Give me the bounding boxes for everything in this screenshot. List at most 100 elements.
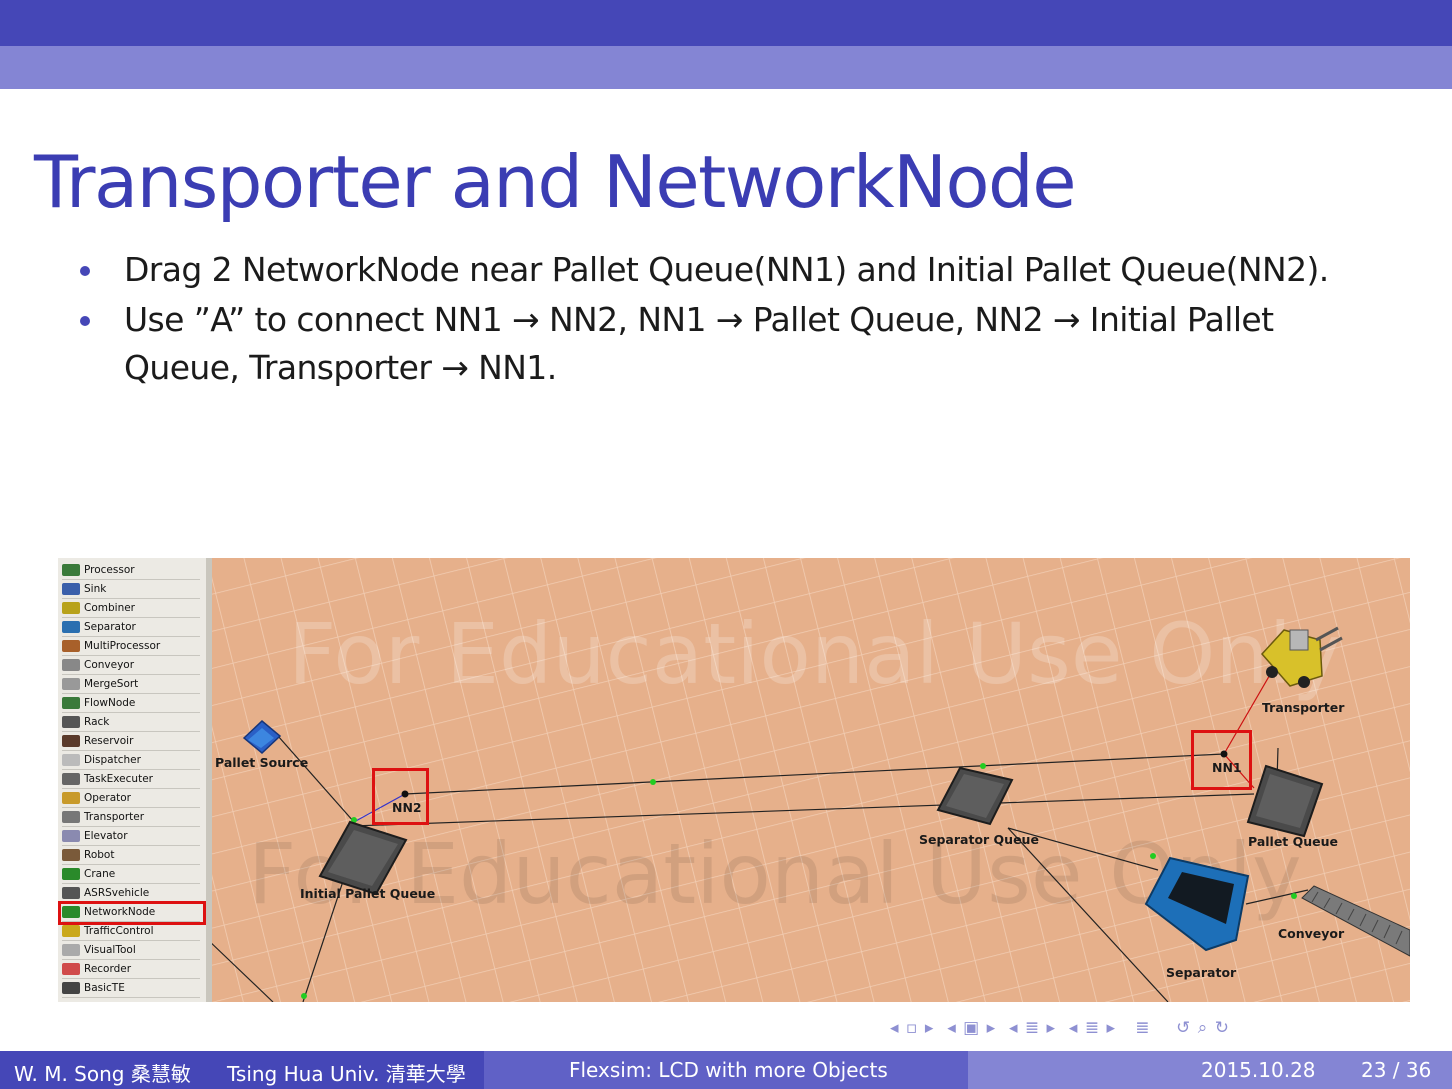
library-item-recorder[interactable]: Recorder — [62, 960, 200, 979]
library-item-sink[interactable]: Sink — [62, 580, 200, 599]
library-item-basicte[interactable]: BasicTE — [62, 979, 200, 998]
nav-document-icon[interactable]: ≣ — [1135, 1018, 1151, 1038]
library-item-crane[interactable]: Crane — [62, 865, 200, 884]
library-item-robot[interactable]: Robot — [62, 846, 200, 865]
separator-label: Separator — [1166, 965, 1237, 980]
library-item-label: Rack — [84, 716, 110, 728]
nn1-node-icon[interactable] — [1220, 750, 1228, 758]
networknode-icon — [62, 906, 80, 918]
library-item-conveyor[interactable]: Conveyor — [62, 656, 200, 675]
library-item-label: MultiProcessor — [84, 640, 161, 652]
nav-slide-icon[interactable]: ◂ ▫ ▸ — [890, 1018, 935, 1038]
footer-author: W. M. Song 桑慧敏 — [14, 1062, 191, 1086]
library-item-reservoir[interactable]: Reservoir — [62, 732, 200, 751]
library-item-label: Robot — [84, 849, 115, 861]
library-item-label: TaskExecuter — [84, 773, 153, 785]
library-item-operator[interactable]: Operator — [62, 789, 200, 808]
library-item-transporter[interactable]: Transporter — [62, 808, 200, 827]
bullet-dot-icon — [80, 316, 90, 326]
nn2-label: NN2 — [392, 800, 422, 815]
bullet-item: Use ”A” to connect NN1 → NN2, NN1 → Pall… — [76, 296, 1376, 392]
flexsim-screenshot: For Educational Use Only For Educational… — [58, 558, 1410, 1002]
asrsvehicle-icon — [62, 887, 80, 899]
transporter-forklift-object[interactable] — [1260, 626, 1343, 688]
library-item-label: Elevator — [84, 830, 128, 842]
header-band-top — [0, 0, 1452, 46]
bullet-item: Drag 2 NetworkNode near Pallet Queue(NN1… — [76, 246, 1376, 294]
library-item-networknode[interactable]: NetworkNode — [62, 903, 200, 922]
conveyor-icon — [62, 659, 80, 671]
nn1-label: NN1 — [1212, 760, 1242, 775]
conveyor-label: Conveyor — [1278, 926, 1345, 941]
elevator-icon — [62, 830, 80, 842]
library-item-visualtool[interactable]: VisualTool — [62, 941, 200, 960]
connection-markers — [301, 763, 1297, 999]
crane-icon — [62, 868, 80, 880]
library-item-label: ASRSvehicle — [84, 887, 150, 899]
reservoir-icon — [62, 735, 80, 747]
initial-pallet-queue-label: Initial Pallet Queue — [300, 886, 436, 901]
footer-date: 2015.10.28 — [1201, 1058, 1316, 1082]
mergesort-icon — [62, 678, 80, 690]
library-item-processor[interactable]: Processor — [62, 561, 200, 580]
processor-icon — [62, 564, 80, 576]
nav-subsection-icon[interactable]: ◂ ≣ ▸ — [1008, 1018, 1057, 1038]
library-item-mergesort[interactable]: MergeSort — [62, 675, 200, 694]
nn1-highlight-box — [1191, 730, 1252, 790]
bullet-text: Drag 2 NetworkNode near Pallet Queue(NN1… — [124, 250, 1329, 289]
transporter-label: Transporter — [1262, 700, 1345, 715]
bullet-text: Use ”A” to connect NN1 → NN2, NN1 → Pall… — [124, 300, 1274, 387]
nn2-node-icon[interactable] — [401, 790, 409, 798]
footer-left-panel: W. M. Song 桑慧敏 Tsing Hua Univ. 清華大學 — [0, 1051, 484, 1089]
library-item-label: Crane — [84, 868, 116, 880]
separator-icon — [62, 621, 80, 633]
library-item-label: MergeSort — [84, 678, 139, 690]
conveyor-object[interactable] — [1301, 885, 1410, 957]
library-item-combiner[interactable]: Combiner — [62, 599, 200, 618]
combiner-icon — [62, 602, 80, 614]
library-item-separator[interactable]: Separator — [62, 618, 200, 637]
separator-queue-object[interactable] — [936, 766, 1014, 826]
library-item-trafficcontrol[interactable]: TrafficControl — [62, 922, 200, 941]
rack-icon — [62, 716, 80, 728]
library-item-label: Operator — [84, 792, 131, 804]
pallet-source-object[interactable] — [242, 719, 282, 755]
library-item-multiprocessor[interactable]: MultiProcessor — [62, 637, 200, 656]
robot-icon — [62, 849, 80, 861]
library-item-flownode[interactable]: FlowNode — [62, 694, 200, 713]
pallet-queue-object[interactable] — [1246, 764, 1324, 838]
library-item-label: VisualTool — [84, 944, 136, 956]
library-item-label: Sink — [84, 583, 107, 595]
beamer-navigation[interactable]: ◂ ▫ ▸ ◂ ▣ ▸ ◂ ≣ ▸ ◂ ≣ ▸ ≣ ↺ ⌕ ↻ — [890, 1018, 1230, 1038]
library-item-label: Recorder — [84, 963, 132, 975]
nav-search-icon[interactable]: ↺ ⌕ ↻ — [1176, 1018, 1230, 1038]
library-item-dispatcher[interactable]: Dispatcher — [62, 751, 200, 770]
library-item-taskexecuter[interactable]: TaskExecuter — [62, 770, 200, 789]
pallet-queue-label: Pallet Queue — [1248, 834, 1339, 849]
footer-center-panel: Flexsim: LCD with more Objects — [484, 1051, 968, 1089]
library-item-label: Reservoir — [84, 735, 134, 747]
visualtool-icon — [62, 944, 80, 956]
transporter-icon — [62, 811, 80, 823]
library-item-label: FlowNode — [84, 697, 136, 709]
library-item-label: Combiner — [84, 602, 135, 614]
library-item-rack[interactable]: Rack — [62, 713, 200, 732]
separator-object[interactable] — [1144, 856, 1250, 952]
footer-bar: W. M. Song 桑慧敏 Tsing Hua Univ. 清華大學 Flex… — [0, 1051, 1452, 1089]
initial-pallet-queue-object[interactable] — [318, 820, 408, 896]
nav-section-icon[interactable]: ◂ ≣ ▸ — [1068, 1018, 1117, 1038]
library-item-elevator[interactable]: Elevator — [62, 827, 200, 846]
library-item-label: Conveyor — [84, 659, 135, 671]
footer-institution: Tsing Hua Univ. 清華大學 — [227, 1062, 466, 1086]
library-item-label: TrafficControl — [84, 925, 154, 937]
footer-subtitle: Flexsim: LCD with more Objects — [569, 1058, 888, 1082]
bullet-list: Drag 2 NetworkNode near Pallet Queue(NN1… — [76, 246, 1376, 394]
footer-right-panel: 2015.10.28 23 / 36 — [968, 1051, 1452, 1089]
model-view: For Educational Use Only For Educational… — [205, 558, 1410, 1002]
library-item-label: Processor — [84, 564, 135, 576]
operator-icon — [62, 792, 80, 804]
slide-title: Transporter and NetworkNode — [34, 140, 1077, 224]
nav-frame-icon[interactable]: ◂ ▣ ▸ — [947, 1018, 997, 1038]
recorder-icon — [62, 963, 80, 975]
